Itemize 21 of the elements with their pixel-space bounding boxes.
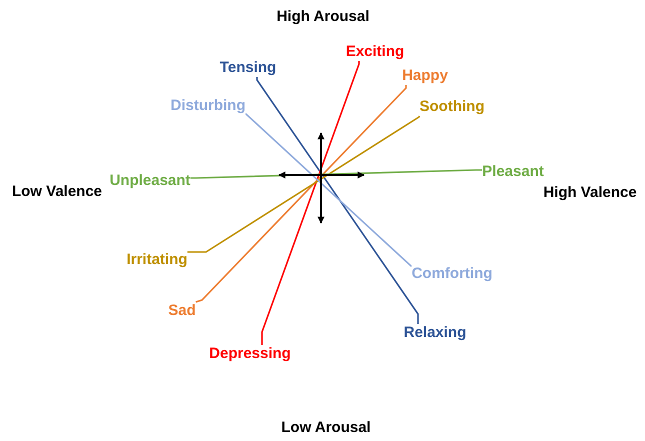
emotion-label: Relaxing [404, 324, 466, 342]
axis-label: High Arousal [276, 8, 370, 26]
emotion-label: Tensing [220, 59, 276, 77]
emotion-label: Sad [168, 302, 196, 320]
emotion-label: Exciting [346, 43, 404, 61]
connector-line [245, 113, 412, 267]
connector-line [261, 60, 360, 345]
emotion-label: Irritating [126, 251, 188, 269]
emotion-label: Soothing [420, 98, 484, 116]
connector-line [196, 84, 407, 303]
axis-label: High Valence [543, 184, 637, 202]
emotion-label: Pleasant [482, 163, 544, 181]
axis-label: Low Arousal [281, 419, 371, 437]
emotion-label: Disturbing [170, 97, 246, 115]
connector-line [187, 115, 420, 253]
axis-label: Low Valence [12, 183, 102, 201]
emotion-label: Comforting [412, 265, 492, 283]
emotion-label: Unpleasant [110, 172, 190, 190]
emotion-label: Depressing [209, 345, 291, 363]
connector-line [256, 76, 419, 324]
emotion-label: Happy [402, 67, 448, 85]
